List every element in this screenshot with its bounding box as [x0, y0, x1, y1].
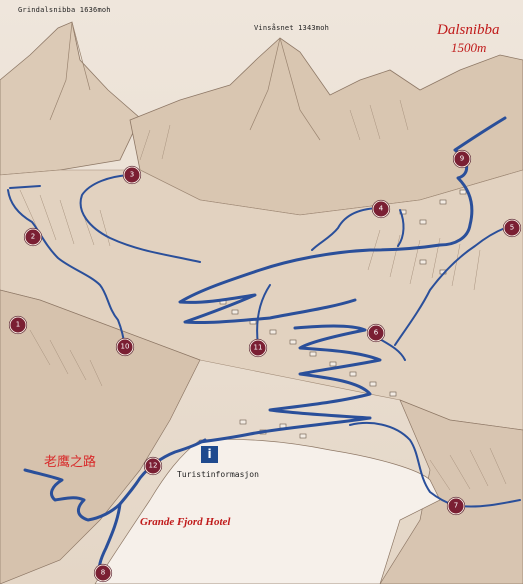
marker-2[interactable]: 2: [24, 228, 42, 246]
marker-12[interactable]: 12: [144, 457, 162, 475]
peak-label-left: Grindalsnibba 1636moh: [18, 6, 111, 14]
marker-1[interactable]: 1: [9, 316, 27, 334]
info-icon[interactable]: i: [201, 446, 218, 463]
marker-3[interactable]: 3: [123, 166, 141, 184]
dalsnibba-elevation: 1500m: [451, 40, 487, 55]
peak-label-center: Vinsåsnet 1343moh: [254, 24, 330, 32]
eagle-road-label: 老鹰之路: [44, 455, 97, 470]
hotel-label: Grande Fjord Hotel: [140, 516, 231, 528]
marker-11[interactable]: 11: [249, 339, 267, 357]
marker-7[interactable]: 7: [447, 497, 465, 515]
dalsnibba-title: Dalsnibba: [437, 22, 500, 38]
marker-10[interactable]: 10: [116, 338, 134, 356]
marker-5[interactable]: 5: [503, 219, 521, 237]
marker-8[interactable]: 8: [94, 564, 112, 582]
marker-9[interactable]: 9: [453, 150, 471, 168]
marker-4[interactable]: 4: [372, 200, 390, 218]
tourist-info-label: Turistinformasjon: [177, 470, 259, 479]
marker-6[interactable]: 6: [367, 324, 385, 342]
